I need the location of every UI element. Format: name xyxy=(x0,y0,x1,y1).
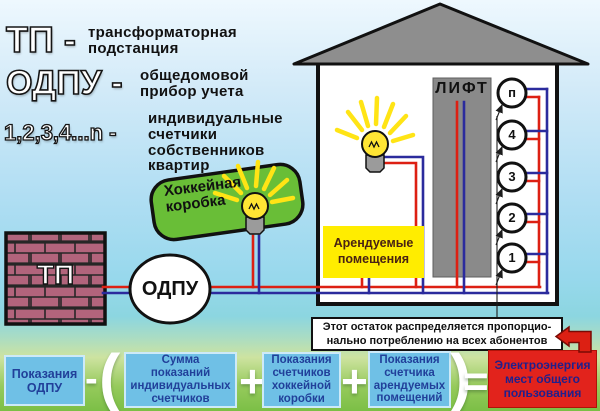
elevator-label: ЛИФТ xyxy=(435,80,489,97)
formula-op-plus-2: + xyxy=(341,355,368,407)
formula-op-plus-1: + xyxy=(239,355,266,407)
meter-label-4: 4 xyxy=(508,127,516,142)
legend-def-meters: индивидуальные счетчики собственников кв… xyxy=(148,110,283,175)
substation-box xyxy=(4,231,107,326)
legend-def-tp: трансформаторная подстанция xyxy=(88,24,237,57)
formula-op-minus: - xyxy=(85,358,98,400)
formula-term-rented: Показания счетчика арендуемых помещений xyxy=(368,351,451,408)
street-lamp-bulb xyxy=(212,159,296,235)
meter-label-3: 3 xyxy=(508,169,516,184)
formula-op-close-paren: ) xyxy=(450,341,472,411)
substation-label: ТП xyxy=(36,258,75,290)
formula-op-equals: = xyxy=(463,357,489,406)
legend-abbr-odpu: ОДПУ - xyxy=(5,64,123,102)
apartment-meter-circles xyxy=(496,77,528,274)
odpu-label: ОДПУ xyxy=(141,278,199,300)
odpu-node xyxy=(128,253,212,325)
elevator-shaft xyxy=(432,77,492,278)
rented-premises-box: Арендуемые помещения xyxy=(323,226,424,278)
legend-def-odpu: общедомовой прибор учета xyxy=(140,67,249,100)
meter-label-1: 1 xyxy=(508,250,516,265)
meter-label-2: 2 xyxy=(508,210,516,225)
formula-op-open-paren: ( xyxy=(99,341,121,411)
formula-term-individual: Сумма показаний индивидуальных счетчиков xyxy=(124,352,237,408)
meter-sum-line xyxy=(495,103,503,318)
formula-result-box: Электроэнергия мест общего пользования xyxy=(488,350,597,408)
common-area-bulb xyxy=(334,95,416,173)
remainder-note: Этот остаток распределяется пропорцио- н… xyxy=(311,317,563,351)
house-roof xyxy=(292,2,590,66)
formula-term-hockey: Показания счетчиков хоккейной коробки xyxy=(262,352,341,408)
legend-abbr-meters: 1,2,3,4...n - xyxy=(3,120,117,145)
meter-label-n: п xyxy=(508,85,516,100)
legend-abbr-tp: ТП - xyxy=(5,19,76,60)
formula-term-odpu: Показания ОДПУ xyxy=(4,355,85,406)
